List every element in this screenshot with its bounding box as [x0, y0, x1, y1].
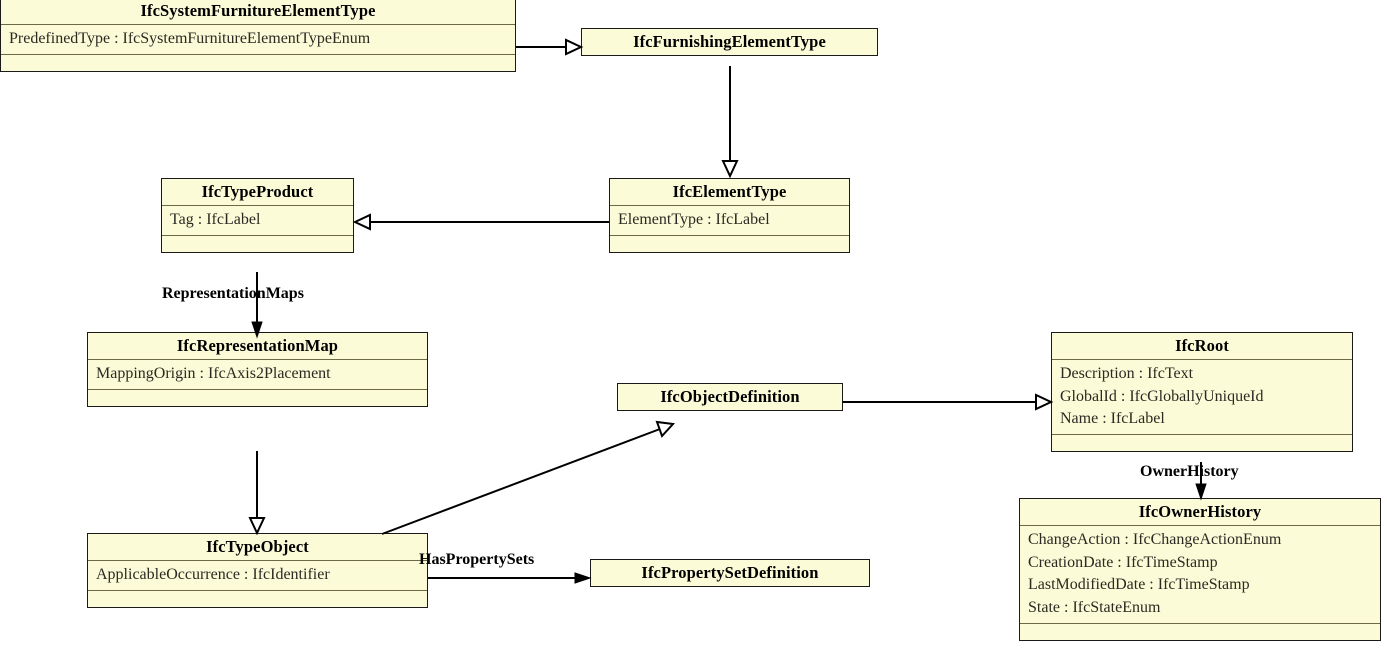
class-operations — [162, 234, 353, 252]
class-box-ifcroot[interactable]: IfcRoot Description : IfcText GlobalId :… — [1051, 332, 1353, 453]
class-title: IfcOwnerHistory — [1138, 502, 1262, 521]
class-operations — [610, 234, 849, 252]
class-box-ifcsystemfurnitureelementtype[interactable]: IfcSystemFurnitureElementType Predefined… — [0, 0, 516, 72]
attribute-row: PredefinedType : IfcSystemFurnitureEleme… — [9, 30, 371, 47]
class-operations — [1052, 434, 1352, 451]
edge-label-owner-history: OwnerHistory — [1140, 463, 1239, 480]
class-title: IfcSystemFurnitureElementType — [140, 1, 376, 20]
association-arrowhead — [574, 572, 592, 584]
attribute-row: State : IfcStateEnum — [1028, 599, 1161, 617]
class-box-ifcobjectdefinition[interactable]: IfcObjectDefinition — [617, 383, 843, 411]
class-title: IfcTypeProduct — [201, 182, 314, 201]
attribute-row: ApplicableOccurrence : IfcIdentifier — [96, 566, 330, 583]
class-box-ifcfurnishingelementtype[interactable]: IfcFurnishingElementType — [581, 28, 878, 56]
class-box-ifctypeproduct[interactable]: IfcTypeProduct Tag : IfcLabel — [161, 178, 354, 253]
class-operations — [1020, 622, 1380, 640]
class-attributes: ChangeAction : IfcChangeActionEnum Creat… — [1020, 525, 1380, 623]
attribute-row: Name : IfcLabel — [1060, 410, 1165, 428]
class-operations — [1, 53, 515, 71]
class-attributes: Tag : IfcLabel — [162, 205, 353, 235]
class-operations — [88, 589, 427, 607]
attribute-row: Description : IfcText — [1060, 365, 1194, 382]
generalization-arrowhead — [565, 38, 584, 56]
class-box-ifctypeobject[interactable]: IfcTypeObject ApplicableOccurrence : Ifc… — [87, 533, 428, 608]
edge-label-has-property-sets: HasPropertySets — [419, 551, 535, 568]
attribute-row: ElementType : IfcLabel — [618, 211, 770, 228]
class-attributes: MappingOrigin : IfcAxis2Placement — [88, 359, 427, 389]
class-attributes: PredefinedType : IfcSystemFurnitureEleme… — [1, 24, 515, 54]
class-attributes: ApplicableOccurrence : IfcIdentifier — [88, 560, 427, 590]
generalization-arrowhead — [1035, 393, 1054, 411]
attribute-row: Tag : IfcLabel — [170, 211, 261, 228]
class-title: IfcFurnishingElementType — [633, 32, 826, 51]
class-box-ifcpropertysetdefinition[interactable]: IfcPropertySetDefinition — [590, 559, 870, 587]
class-operations — [88, 388, 427, 406]
class-box-ifcrepresentationmap[interactable]: IfcRepresentationMap MappingOrigin : Ifc… — [87, 332, 428, 407]
class-title: IfcTypeObject — [206, 537, 309, 556]
class-title: IfcPropertySetDefinition — [641, 563, 819, 582]
class-title: IfcObjectDefinition — [660, 387, 800, 406]
attribute-row: CreationDate : IfcTimeStamp — [1028, 553, 1218, 571]
association-arrowhead — [1195, 483, 1207, 501]
attribute-row: GlobalId : IfcGloballyUniqueId — [1060, 387, 1264, 405]
generalization-arrowhead — [352, 213, 371, 231]
class-title: IfcRepresentationMap — [176, 336, 339, 355]
class-title: IfcElementType — [672, 182, 787, 201]
edge-label-representation-maps: RepresentationMaps — [162, 285, 304, 302]
class-title: IfcRoot — [1175, 336, 1229, 355]
attribute-row: MappingOrigin : IfcAxis2Placement — [96, 365, 331, 382]
class-box-ifcownerhistory[interactable]: IfcOwnerHistory ChangeAction : IfcChange… — [1019, 498, 1381, 641]
generalization-arrowhead — [655, 420, 676, 438]
class-attributes: Description : IfcText GlobalId : IfcGlob… — [1052, 359, 1352, 434]
class-attributes: ElementType : IfcLabel — [610, 205, 849, 235]
attribute-row: LastModifiedDate : IfcTimeStamp — [1028, 576, 1250, 594]
edge-typeobject-to-objectdefinition — [381, 428, 661, 535]
association-arrowhead — [251, 321, 263, 339]
class-box-ifcelementtype[interactable]: IfcElementType ElementType : IfcLabel — [609, 178, 850, 253]
generalization-arrowhead — [721, 160, 739, 179]
attribute-row: ChangeAction : IfcChangeActionEnum — [1028, 531, 1282, 548]
generalization-arrowhead — [248, 517, 266, 536]
